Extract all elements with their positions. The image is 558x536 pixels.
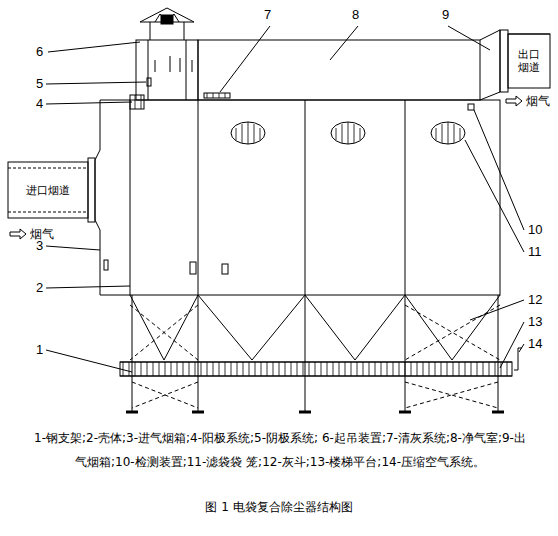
callout-number: 7 (264, 8, 271, 22)
callout-number: 12 (528, 293, 542, 307)
callout-number: 6 (36, 45, 43, 59)
callout-number: 11 (528, 245, 542, 259)
inlet-box (8, 95, 144, 295)
clean-gas-chamber (198, 30, 550, 110)
ash-hopper (130, 295, 500, 360)
cleaning-system (204, 93, 230, 98)
callout-number: 4 (36, 97, 43, 111)
callout-number: 2 (36, 281, 43, 295)
flow-arrow (506, 96, 522, 106)
callout-number: 3 (36, 239, 43, 253)
callout-number: 5 (36, 77, 43, 91)
figure-caption: 图 1 电袋复合除尘器结构图 (0, 500, 558, 514)
cathode-system (147, 78, 151, 86)
callout-number: 9 (442, 8, 449, 22)
parts-key: 1-钢支架;2-壳体;3-进气烟箱;4-阳极系统;5-阴极系统; 6-起吊装置;… (30, 426, 530, 474)
steel-support (120, 295, 512, 412)
housing (130, 100, 500, 295)
duct-label: 进口烟道 (26, 184, 70, 197)
callout-number: 10 (528, 223, 542, 237)
detection-device (468, 104, 474, 110)
callout-number: 14 (528, 337, 542, 351)
flow-label: 烟气 (526, 94, 550, 108)
compressed-air-system (514, 348, 522, 370)
duct-label: 出口烟道 (517, 48, 541, 74)
filter-bag-cage (231, 122, 465, 144)
anode-system (130, 95, 144, 109)
callout-number: 1 (36, 343, 43, 357)
lifting-device (136, 8, 198, 100)
callout-number: 8 (352, 8, 359, 22)
flow-arrow (10, 229, 26, 239)
callout-number: 13 (528, 315, 542, 329)
leader-line (46, 26, 524, 372)
duct-box: 出口烟道 (510, 38, 548, 84)
duct-box: 进口烟道 (12, 170, 84, 210)
flow-label: 烟气 (30, 227, 54, 241)
